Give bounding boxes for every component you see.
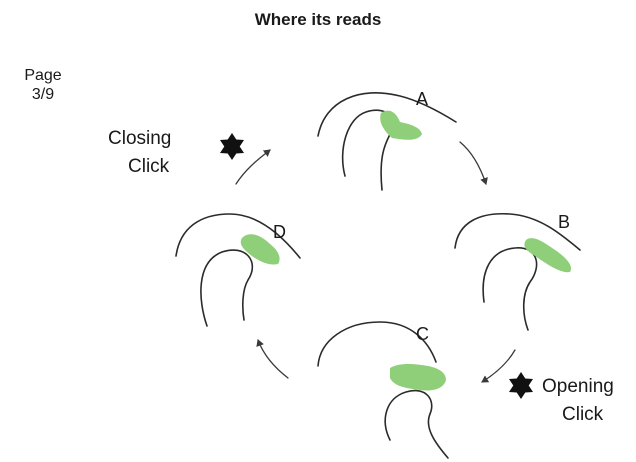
page-number: 3/9 bbox=[31, 86, 55, 103]
closing-click-star-icon bbox=[220, 133, 244, 160]
stage-c-lower-curve bbox=[384, 389, 449, 459]
stage-d-lower-curve bbox=[200, 249, 254, 327]
stage-b-lower-curve bbox=[482, 247, 538, 331]
page-title: Where its reads bbox=[254, 10, 382, 29]
stage-d-label: D bbox=[273, 222, 286, 242]
stage-b-upper-curve bbox=[454, 212, 581, 251]
stage-a-label: A bbox=[416, 89, 428, 109]
page-label: Page bbox=[24, 67, 62, 84]
stage-d: D bbox=[175, 213, 301, 327]
stage-c-upper-curve bbox=[317, 321, 437, 367]
opening-click-label-line2: Click bbox=[562, 404, 604, 425]
stage-a-contact-patch bbox=[380, 110, 422, 140]
stage-d-contact-patch bbox=[240, 234, 280, 265]
closing-click-label-line1: Closing bbox=[108, 128, 171, 149]
opening-click-star-icon bbox=[509, 372, 533, 399]
stage-c: C bbox=[317, 321, 449, 459]
stage-a-upper-curve bbox=[317, 92, 457, 137]
arrow-b-to-c bbox=[481, 349, 516, 383]
arrow-c-to-d bbox=[256, 339, 289, 379]
stage-b-contact-patch bbox=[524, 238, 572, 273]
stage-a: A bbox=[317, 89, 457, 191]
stage-b-label: B bbox=[558, 212, 570, 232]
arrow-d-to-a bbox=[235, 149, 271, 185]
arrow-a-to-b bbox=[459, 141, 488, 185]
stage-c-label: C bbox=[416, 324, 429, 344]
stage-d-upper-curve bbox=[175, 213, 301, 259]
opening-click-label-line1: Opening bbox=[542, 376, 614, 397]
stage-b: B bbox=[454, 212, 581, 331]
stage-c-contact-patch bbox=[390, 364, 446, 391]
page-indicator: Page 3/9 bbox=[18, 66, 68, 104]
closing-click-label-line2: Click bbox=[128, 156, 170, 177]
